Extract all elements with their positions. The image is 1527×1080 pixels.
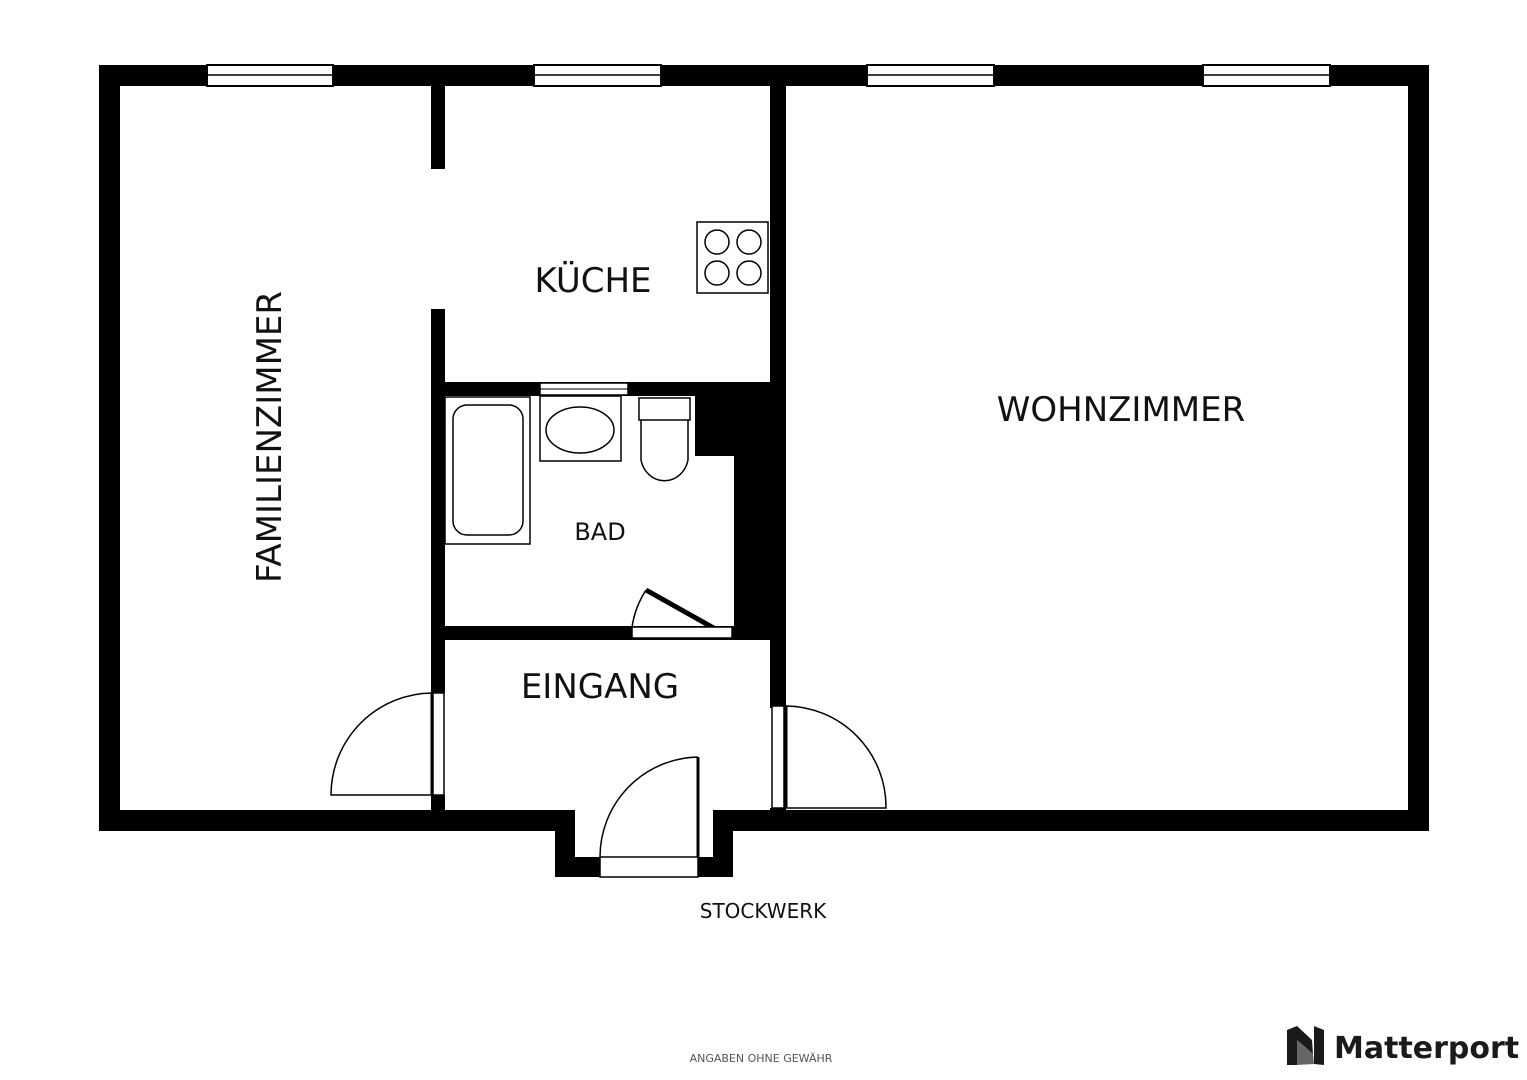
- outer-walls: [99, 65, 1429, 877]
- sink-icon: [539, 395, 622, 462]
- window-icon: [866, 64, 995, 87]
- bathtub-icon: [444, 396, 531, 545]
- door-swing-icon: [599, 756, 700, 878]
- room-label-kueche: KÜCHE: [534, 260, 651, 301]
- floor-label: STOCKWERK: [700, 899, 827, 923]
- door-swing-icon: [330, 692, 445, 796]
- room-label-wohnzimmer: WOHNZIMMER: [997, 390, 1245, 430]
- windows: [206, 64, 1331, 87]
- window-icon: [206, 64, 334, 87]
- room-label-eingang: EINGANG: [521, 667, 679, 707]
- window-icon: [1202, 64, 1331, 87]
- bad-window: [539, 382, 629, 396]
- matterport-logo-icon: [1287, 1026, 1324, 1065]
- brand-name: Matterport: [1334, 1031, 1519, 1066]
- room-label-bad: BAD: [574, 518, 625, 546]
- door-swing-icon: [771, 705, 887, 809]
- disclaimer-text: ANGABEN OHNE GEWÄHR: [690, 1052, 833, 1065]
- interior-walls: [431, 86, 786, 831]
- stove-icon: [696, 221, 769, 294]
- door-swing-icon: [631, 587, 733, 639]
- toilet-icon: [638, 397, 691, 482]
- window-icon: [533, 64, 662, 87]
- room-label-familienzimmer: FAMILIENZIMMER: [250, 291, 290, 583]
